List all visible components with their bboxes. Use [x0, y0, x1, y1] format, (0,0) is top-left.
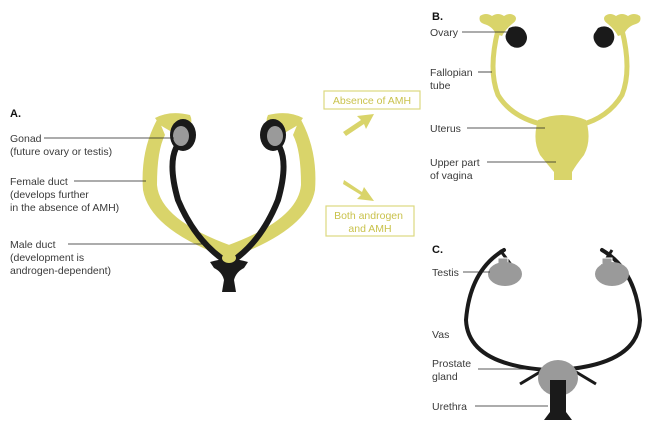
ovary-left — [505, 26, 527, 48]
male-duct-left — [169, 145, 227, 263]
urethra — [544, 380, 572, 420]
male-duct-right — [231, 145, 287, 263]
urogenital-sinus — [210, 259, 248, 292]
vagina-label: Upper part of vagina — [430, 157, 483, 182]
female-duct-left — [142, 118, 232, 258]
transition-absence: Absence of AMH — [323, 90, 421, 136]
gonad-left — [173, 126, 189, 146]
arrow-up-icon — [343, 114, 374, 136]
female-duct-right — [226, 118, 316, 258]
both-label: Both androgen and AMH — [334, 210, 406, 235]
prostate — [538, 360, 578, 396]
testis-right — [595, 262, 629, 286]
duct-junction — [222, 253, 236, 263]
uterus — [535, 115, 589, 180]
transition-both: Both androgen and AMH — [325, 180, 415, 237]
panel-b: B. Ovary Fallopian tube Uterus Upper par… — [430, 11, 641, 182]
uterus-label: Uterus — [430, 123, 461, 135]
gonad-label: Gonad (future ovary or testis) — [10, 133, 112, 158]
fimbria-left — [479, 14, 516, 36]
arrow-down-icon — [343, 180, 374, 201]
panel-c-heading: C. — [432, 244, 443, 256]
absence-box — [323, 90, 421, 110]
male-duct-label: Male duct (development is androgen-depen… — [10, 239, 111, 277]
vas-label: Vas — [432, 329, 449, 341]
both-box — [325, 205, 415, 237]
absence-label: Absence of AMH — [333, 95, 411, 107]
panel-b-heading: B. — [432, 11, 443, 23]
testis-left — [488, 262, 522, 286]
fallopian-tube-right — [577, 27, 630, 128]
ovary-label: Ovary — [430, 27, 459, 39]
panel-a-heading: A. — [10, 108, 21, 120]
vas-left — [463, 248, 550, 372]
fallopian-tube-left — [490, 27, 548, 128]
female-duct-label: Female duct (develops further in the abs… — [10, 176, 119, 214]
ejaculatory-duct — [519, 370, 597, 386]
urethra-label: Urethra — [432, 401, 467, 413]
fallopian-label: Fallopian tube — [430, 67, 476, 92]
panel-a: A. Gonad (future ovary or testis) Female… — [10, 108, 316, 292]
prostate-label: Prostate gland — [432, 358, 474, 383]
ovary-right — [593, 26, 615, 48]
panel-c: C. Testis Vas Prostate gland Urethra — [432, 244, 643, 420]
testis-label: Testis — [432, 267, 459, 279]
fimbria-right — [604, 14, 641, 36]
gonad-right — [267, 126, 283, 146]
